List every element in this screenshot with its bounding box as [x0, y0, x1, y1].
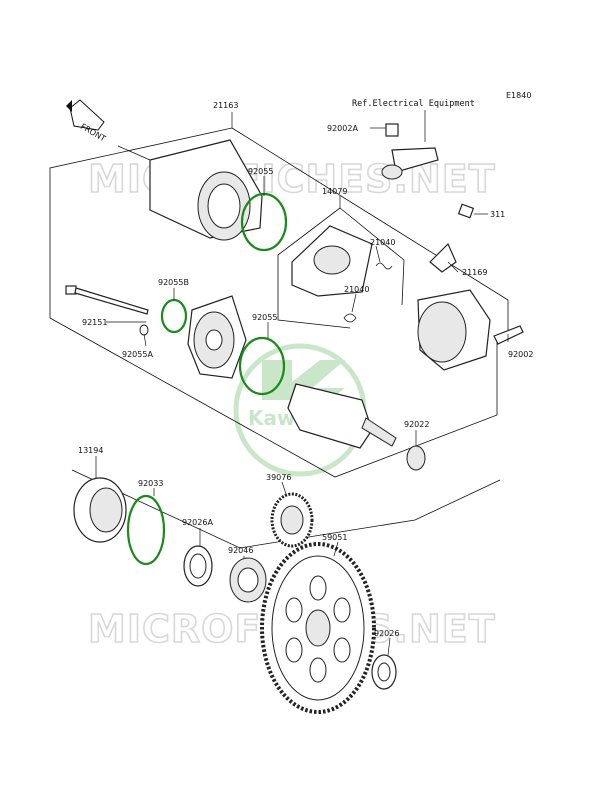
bolt-92002-part: [493, 325, 524, 345]
front-cover-part: [187, 295, 247, 379]
idle-gear-part: [270, 492, 314, 548]
part-label: 92026: [374, 629, 399, 638]
brush-holder-part: [291, 225, 373, 297]
washer-92022: [406, 445, 426, 471]
part-label: 21163: [213, 101, 238, 110]
part-labels: 21163 92002A 92055 14079 311 21040 21169…: [78, 101, 533, 638]
armature-part: [287, 383, 397, 449]
part-label: 39076: [266, 473, 291, 482]
long-bolt-part: [65, 285, 149, 315]
part-label: 92046: [228, 546, 253, 555]
terminal-part: [381, 123, 439, 180]
part-label: 59051: [322, 533, 347, 542]
part-label: 92151: [82, 318, 107, 327]
part-label: 92002: [508, 350, 533, 359]
leader-lines: [95, 112, 509, 656]
large-gear-part: [260, 542, 376, 714]
clutch-part: [73, 477, 127, 543]
part-label: 14079: [322, 187, 347, 196]
assembly-frame: [49, 127, 509, 549]
spring-lower: [343, 313, 357, 323]
part-label: 92002A: [327, 124, 358, 133]
part-label: 92055A: [122, 350, 153, 359]
front-arrow-icon: FRONT: [66, 99, 107, 143]
motor-yoke-part: [117, 139, 263, 241]
part-label: 92026A: [182, 518, 213, 527]
part-label: 92033: [138, 479, 163, 488]
brush-311-part: [457, 203, 475, 219]
part-label: 13194: [78, 446, 103, 455]
part-label: 21040: [370, 238, 395, 247]
ref-electrical-equipment: Ref.Electrical Equipment: [352, 99, 475, 109]
part-label: 21040: [344, 285, 369, 294]
o-ring-92055b: [160, 298, 188, 334]
part-label: 92055: [248, 167, 273, 176]
brush-21169-part: [429, 242, 457, 273]
part-label: 311: [490, 210, 505, 219]
part-label: 92022: [404, 420, 429, 429]
part-label: 92055: [252, 313, 277, 322]
watermark-top: MICROFICHES.NET: [88, 157, 496, 201]
diagram-code: E1840: [506, 91, 531, 100]
needle-bearing-part: [229, 557, 267, 603]
part-label: 21169: [462, 268, 487, 277]
washer-92026a: [183, 545, 213, 587]
washer-92026: [371, 654, 397, 690]
o-ring-92055-mid: [238, 336, 286, 396]
rear-cover-part: [417, 289, 491, 371]
o-ring-92055a: [139, 324, 149, 336]
circlip-92033: [126, 494, 166, 566]
part-label: 92055B: [158, 278, 189, 287]
spring-upper: [375, 262, 393, 270]
